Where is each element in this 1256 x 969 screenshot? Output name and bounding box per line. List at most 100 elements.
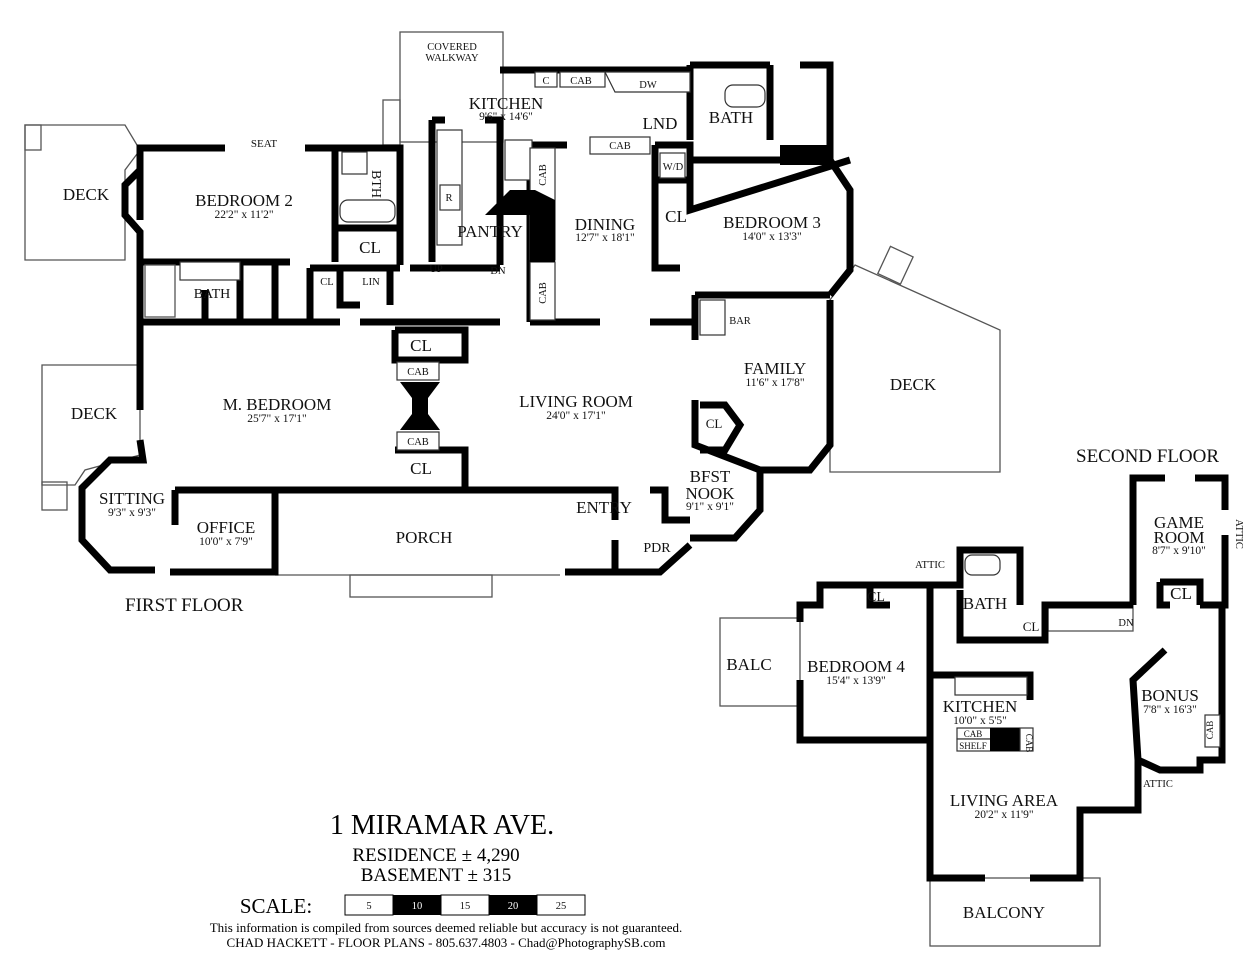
- label-bfst-dim: 9'1" x 9'1": [686, 501, 734, 513]
- label-cl: CL: [867, 590, 885, 605]
- label-bar: BAR: [729, 316, 751, 327]
- label-bedroom4: BEDROOM 4: [807, 657, 905, 676]
- label-cl: CL: [320, 277, 333, 288]
- credit: CHAD HACKETT - FLOOR PLANS - 805.637.480…: [227, 935, 666, 950]
- label-living-area-dim: 20'2" x 11'9": [974, 809, 1033, 821]
- second-floor-label: SECOND FLOOR: [1076, 446, 1219, 467]
- label-entry: ENTRY: [576, 498, 632, 517]
- label-cl: CL: [359, 238, 381, 257]
- label-cab: CAB: [1205, 721, 1215, 740]
- label-cl: CL: [1170, 584, 1192, 603]
- label-kitchen: KITCHEN: [943, 697, 1018, 716]
- label-covered: COVERED: [427, 42, 477, 53]
- label-office-dim: 10'0" x 7'9": [199, 536, 253, 548]
- label-cl: CL: [665, 207, 687, 226]
- label-cl: CL: [410, 336, 432, 355]
- label-balc: BALC: [726, 655, 771, 674]
- label-bfst: BFST: [690, 467, 731, 486]
- residence-area: RESIDENCE ± 4,290: [352, 845, 519, 866]
- label-dn: DN: [1118, 618, 1134, 629]
- title-block: 1 MIRAMAR AVE. RESIDENCE ± 4,290 BASEMEN…: [210, 810, 683, 950]
- label-cl: CL: [706, 416, 723, 431]
- label-pdr: PDR: [643, 541, 671, 556]
- label-cab: CAB: [609, 141, 631, 152]
- label-kitchen-dim: 9'6" x 14'6": [479, 111, 533, 123]
- label-living-dim: 24'0" x 17'1": [546, 410, 606, 422]
- first-floor-fixtures: [144, 71, 830, 451]
- label-lin: LIN: [362, 277, 380, 288]
- label-game: GAME: [1154, 513, 1204, 532]
- scale-tick: 15: [460, 901, 471, 912]
- label-up: UP: [429, 264, 443, 275]
- label-shelf: SHELF: [959, 741, 987, 751]
- label-cab: CAB: [538, 282, 549, 304]
- label-c: C: [542, 76, 549, 87]
- label-walkway: WALKWAY: [425, 53, 479, 64]
- label-lnd: LND: [643, 114, 678, 133]
- label-family-dim: 11'6" x 17'8": [745, 377, 804, 389]
- label-bonus-dim: 7'8" x 16'3": [1143, 704, 1197, 716]
- scale-bar: 5 10 15 20 25: [344, 894, 586, 916]
- label-bath: BATH: [963, 594, 1007, 613]
- scale-label: SCALE:: [240, 894, 312, 918]
- label-attic: ATTIC: [1143, 779, 1173, 790]
- label-sitting: SITTING: [99, 489, 165, 508]
- label-dining-dim: 12'7" x 18'1": [575, 232, 635, 244]
- label-kitchen-dim: 10'0" x 5'5": [953, 715, 1007, 727]
- second-floor-walls: [796, 474, 1229, 882]
- scale-tick: 20: [508, 901, 519, 912]
- label-cab: CAB: [1024, 734, 1034, 753]
- disclaimer: This information is compiled from source…: [210, 920, 683, 935]
- first-floor-labels: COVERED WALKWAY KITCHEN 9'6" x 14'6" C C…: [63, 42, 937, 616]
- label-bedroom2-dim: 22'2" x 11'2": [214, 209, 273, 221]
- label-living: LIVING ROOM: [519, 392, 633, 411]
- label-cab: CAB: [964, 729, 983, 739]
- scale-tick: 5: [366, 901, 371, 912]
- scale-tick: 25: [556, 901, 567, 912]
- label-porch: PORCH: [396, 528, 453, 547]
- label-bedroom2: BEDROOM 2: [195, 191, 293, 210]
- label-deck-left: DECK: [63, 185, 110, 204]
- label-mbedroom: M. BEDROOM: [223, 395, 332, 414]
- label-bath: BATH: [709, 108, 753, 127]
- label-office: OFFICE: [197, 518, 256, 537]
- second-floor-labels: SECOND FLOOR ATTIC BATH CL CL DN GAME RO…: [726, 446, 1244, 922]
- basement-area: BASEMENT ± 315: [361, 865, 511, 886]
- label-cab: CAB: [407, 367, 429, 378]
- label-bath: BATH: [194, 287, 231, 302]
- label-bedroom4-dim: 15'4" x 13'9": [826, 675, 886, 687]
- label-dw: DW: [639, 80, 657, 91]
- label-bth: BTH: [368, 170, 383, 198]
- label-sitting-dim: 9'3" x 9'3": [108, 507, 156, 519]
- label-dining: DINING: [575, 215, 635, 234]
- label-bedroom3: BEDROOM 3: [723, 213, 821, 232]
- label-wd: W/D: [663, 162, 684, 173]
- label-deck-lower: DECK: [71, 404, 118, 423]
- label-cl: CL: [1023, 619, 1040, 634]
- label-living-area: LIVING AREA: [950, 791, 1059, 810]
- label-attic: ATTIC: [915, 560, 945, 571]
- label-game-dim: 8'7" x 9'10": [1152, 545, 1206, 557]
- label-cab: CAB: [570, 76, 592, 87]
- label-seat: SEAT: [251, 138, 278, 150]
- label-cab: CAB: [538, 164, 549, 186]
- label-bonus: BONUS: [1141, 686, 1199, 705]
- label-r: R: [445, 193, 452, 204]
- label-deck-right: DECK: [890, 375, 937, 394]
- first-floor-label: FIRST FLOOR: [125, 595, 244, 616]
- scale-tick: 10: [412, 901, 423, 912]
- label-cab: CAB: [407, 437, 429, 448]
- label-nook: NOOK: [685, 484, 735, 503]
- label-dn: DN: [490, 266, 506, 277]
- label-balcony: BALCONY: [963, 903, 1045, 922]
- label-mbedroom-dim: 25'7" x 17'1": [247, 413, 307, 425]
- label-attic: ATTIC: [1233, 519, 1244, 549]
- label-family: FAMILY: [744, 359, 806, 378]
- label-bedroom3-dim: 14'0" x 13'3": [742, 231, 802, 243]
- label-kitchen: KITCHEN: [469, 94, 544, 113]
- first-floor-walls: [78, 61, 854, 576]
- label-room: ROOM: [1153, 528, 1204, 547]
- label-pantry: PANTRY: [457, 222, 523, 241]
- property-title: 1 MIRAMAR AVE.: [330, 810, 554, 841]
